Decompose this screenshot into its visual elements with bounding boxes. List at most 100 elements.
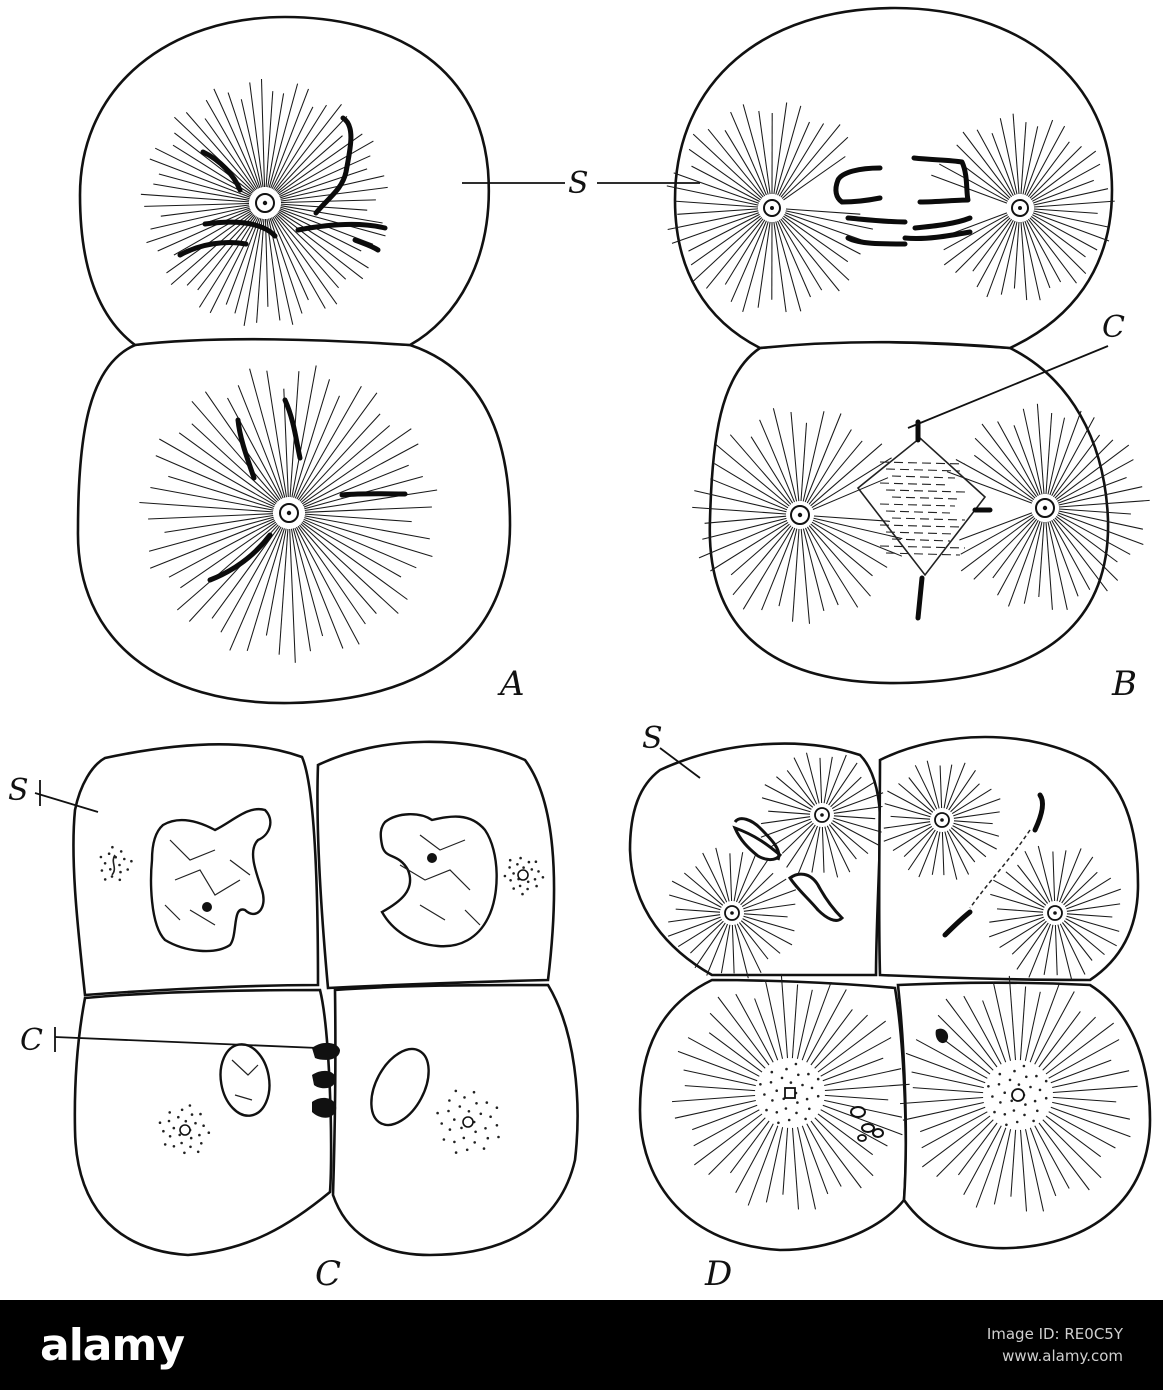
aster-ray xyxy=(1012,113,1020,195)
image-id: Image ID: RE0C5Y xyxy=(986,1325,1123,1343)
stipple-dot xyxy=(522,866,525,869)
aster-ray xyxy=(941,831,945,876)
aster-ray xyxy=(730,111,767,196)
centrosome xyxy=(1047,905,1063,921)
stipple-dot xyxy=(993,1110,996,1114)
aster-ray xyxy=(914,765,938,810)
aster-ray xyxy=(154,147,251,197)
stipple-dot xyxy=(467,1110,471,1113)
aster-ray xyxy=(760,818,811,838)
stipple-dot xyxy=(808,1107,811,1111)
aster-ray xyxy=(197,215,256,291)
aster-ray xyxy=(953,798,1001,817)
aster-ray xyxy=(185,112,255,192)
aster-ray xyxy=(822,1104,903,1136)
aster-ray xyxy=(209,217,259,314)
aster-ray xyxy=(883,823,931,842)
aster-ray xyxy=(824,1083,910,1092)
aster-ray xyxy=(1027,141,1070,198)
stipple-dot xyxy=(784,1107,788,1110)
spindle-fiber xyxy=(891,496,961,500)
stipple-dot xyxy=(512,887,515,890)
chromatin-body xyxy=(312,1070,336,1089)
aster-ray xyxy=(824,826,839,878)
aster-ray xyxy=(742,918,793,946)
stipple-dot xyxy=(495,1124,499,1127)
stipple-dot xyxy=(475,1102,478,1105)
aster-ray xyxy=(944,831,958,880)
stipple-dot xyxy=(486,1136,490,1140)
centrosome xyxy=(1035,498,1055,518)
aster-ray xyxy=(159,438,276,506)
stipple-dot xyxy=(987,1085,990,1088)
aster-ray xyxy=(736,923,762,974)
aster-ray xyxy=(989,916,1044,938)
aster-ray xyxy=(824,1068,902,1087)
aster-ray xyxy=(1020,221,1028,301)
aster-ray xyxy=(812,477,889,510)
aster-ray xyxy=(810,443,883,507)
aster-ray xyxy=(956,144,1011,199)
aster-ray xyxy=(694,490,787,513)
aster-ray xyxy=(1054,924,1058,976)
aster-ray xyxy=(148,516,274,552)
stipple-dot xyxy=(526,880,530,884)
aster-ray xyxy=(780,124,841,198)
aster-ray xyxy=(810,1120,862,1189)
aster-ray xyxy=(1058,510,1144,530)
aster-ray xyxy=(280,168,368,199)
aster-ray xyxy=(1066,915,1120,932)
aster-ray xyxy=(991,133,1016,196)
aster-ray xyxy=(811,826,821,873)
aster-ray xyxy=(764,979,784,1059)
aster-ray xyxy=(791,528,800,622)
aster-ray xyxy=(892,825,933,852)
stipple-dot xyxy=(110,875,114,878)
aster-ray xyxy=(921,1111,988,1149)
cell-division-figure: S C S C S A B C D xyxy=(8,6,1152,1294)
aster-ray xyxy=(943,764,953,809)
stipple-dot xyxy=(780,1076,784,1080)
panel-d xyxy=(628,735,1152,1252)
aster-ray xyxy=(304,513,412,523)
aster-ray xyxy=(976,220,1014,288)
aster-ray xyxy=(950,783,980,813)
stipple-dot xyxy=(541,876,545,879)
aster-ray xyxy=(796,989,813,1059)
aster-ray xyxy=(1051,520,1091,591)
stipple-dot xyxy=(497,1135,500,1139)
centrosome xyxy=(255,193,275,213)
stipple-dot xyxy=(207,1131,211,1134)
stipple-dot xyxy=(495,1106,499,1109)
stipple-dot xyxy=(1017,1083,1021,1086)
aster-ray xyxy=(828,762,858,806)
aster-ray xyxy=(939,163,1008,202)
aster-ray xyxy=(229,527,284,651)
stipple-dot xyxy=(167,1119,171,1123)
stipple-dot xyxy=(810,1086,814,1090)
aster-ray xyxy=(1005,871,1047,906)
stipple-dot xyxy=(460,1126,463,1130)
aster-rays xyxy=(899,975,1138,1212)
aster-ray xyxy=(975,1127,1007,1208)
chromosome xyxy=(733,817,781,861)
aster-ray xyxy=(826,825,851,873)
chromosome xyxy=(845,235,908,247)
panel-label-a: A xyxy=(497,664,525,704)
stipple-dot xyxy=(1032,1119,1035,1123)
aster-ray xyxy=(674,200,759,208)
aster-ray xyxy=(802,528,825,612)
aster-ray xyxy=(784,214,861,255)
aster-ray xyxy=(1032,212,1110,242)
stipple-dot xyxy=(519,856,522,860)
stipple-dot xyxy=(770,1070,774,1074)
aster-ray xyxy=(692,1104,758,1131)
aster-ray xyxy=(694,922,726,969)
stipple-dot xyxy=(535,884,538,888)
aster-ray xyxy=(715,847,730,902)
aster-ray xyxy=(271,217,309,301)
chromosome xyxy=(235,417,257,481)
aster-ray xyxy=(817,1113,874,1156)
aster-ray xyxy=(1052,434,1101,498)
aster-ray xyxy=(273,215,338,305)
